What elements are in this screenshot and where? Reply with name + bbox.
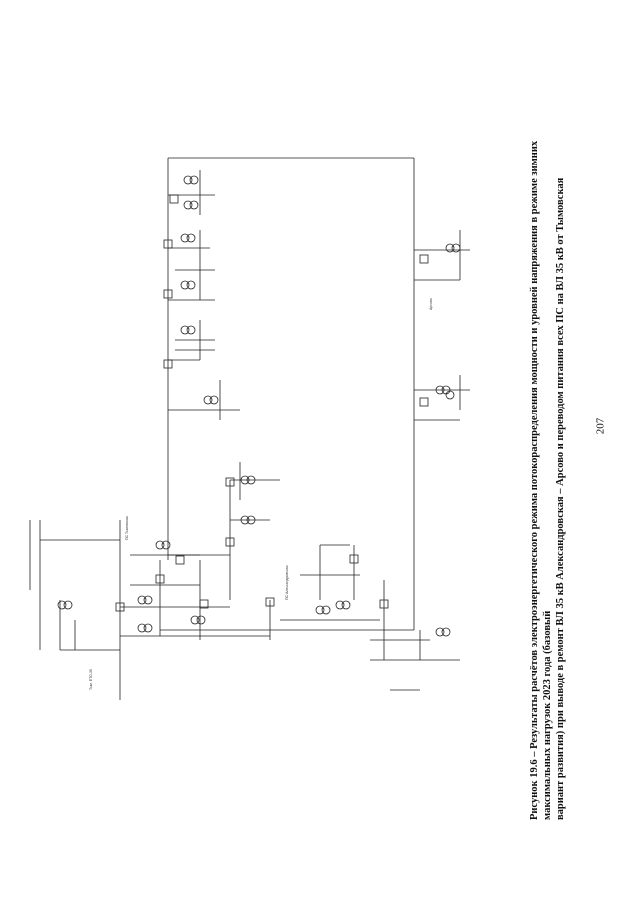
figure-caption: Рисунок 19.6 – Результаты расчётов элект… (528, 100, 567, 820)
label-tymovskaya-left: Тым. ЕТО-35 (89, 669, 93, 690)
caption-line-2: вариант развития) при выводе в ремонт ВЛ… (555, 177, 566, 820)
caption-line-1: Рисунок 19.6 – Результаты расчётов элект… (529, 140, 553, 820)
label-arsovo: Арсово (429, 298, 433, 310)
page-number: 207 (594, 417, 607, 435)
label-tymovskaya: ПС Тымовская (125, 516, 129, 540)
label-aleksandrovskaya: ПС Александровская (285, 565, 289, 600)
